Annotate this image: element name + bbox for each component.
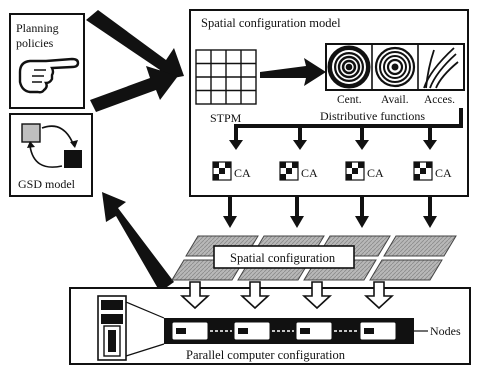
spatial-configuration-layer: Spatial configuration bbox=[171, 235, 457, 281]
gsd-model-box: GSD model bbox=[9, 113, 93, 197]
function-label-acces: Acces. bbox=[424, 94, 455, 106]
function-panels bbox=[325, 43, 465, 91]
feedback-arrow bbox=[102, 192, 174, 292]
checker-grid-icon bbox=[345, 161, 365, 181]
curve-lines-icon bbox=[423, 47, 459, 89]
output-arrows bbox=[179, 281, 395, 310]
ca-label: CA bbox=[301, 166, 318, 180]
function-label-avail: Avail. bbox=[381, 94, 409, 106]
ca-down-arrow bbox=[229, 140, 243, 150]
nodes-strip bbox=[164, 318, 414, 344]
spatial-configuration-model-box: Spatial configuration model STPM bbox=[189, 9, 469, 197]
policy-arrow bbox=[86, 10, 184, 82]
spatial-model-title: Spatial configuration model bbox=[201, 16, 341, 30]
stpm-label: STPM bbox=[210, 111, 242, 125]
ca-module: CA bbox=[413, 161, 452, 181]
ca-down-arrow bbox=[423, 140, 437, 150]
stpm-arrow bbox=[260, 58, 326, 86]
planning-policies-line2: policies bbox=[16, 36, 54, 50]
gsd-to-model-arrow bbox=[90, 66, 178, 112]
concentric-rings-icon bbox=[327, 45, 371, 89]
checker-grid-icon bbox=[413, 161, 433, 181]
ca-down-arrow bbox=[355, 140, 369, 150]
distribution-connector bbox=[234, 108, 463, 140]
planning-policies-line1: Planning bbox=[16, 21, 59, 35]
distributive-functions-label: Distributive functions bbox=[320, 109, 425, 123]
function-label-cent: Cent. bbox=[337, 94, 362, 106]
ca-label: CA bbox=[234, 166, 251, 180]
ca-output-arrows bbox=[223, 196, 437, 228]
ca-label: CA bbox=[367, 166, 384, 180]
nodes-label: Nodes bbox=[430, 324, 461, 338]
pointing-hand-icon bbox=[18, 57, 80, 94]
ca-module: CA bbox=[279, 161, 318, 181]
ca-module: CA bbox=[212, 161, 251, 181]
stpm-grid bbox=[195, 49, 257, 105]
concentric-rings-icon bbox=[374, 46, 416, 88]
cycle-arrows-icon bbox=[21, 123, 82, 168]
ca-module: CA bbox=[345, 161, 384, 181]
checker-grid-icon bbox=[279, 161, 299, 181]
input-arrows bbox=[86, 10, 184, 292]
checker-grid-icon bbox=[212, 161, 232, 181]
parallel-computer-label: Parallel computer configuration bbox=[186, 348, 346, 362]
planning-policies-box: Planning policies bbox=[9, 13, 85, 109]
gsd-model-label: GSD model bbox=[18, 177, 76, 191]
spatial-configuration-label: Spatial configuration bbox=[230, 251, 336, 265]
ca-down-arrow bbox=[293, 140, 307, 150]
parallel-computer-box: Nodes Parallel computer configuration bbox=[69, 281, 471, 365]
server-tower-icon bbox=[97, 295, 127, 361]
ca-label: CA bbox=[435, 166, 452, 180]
